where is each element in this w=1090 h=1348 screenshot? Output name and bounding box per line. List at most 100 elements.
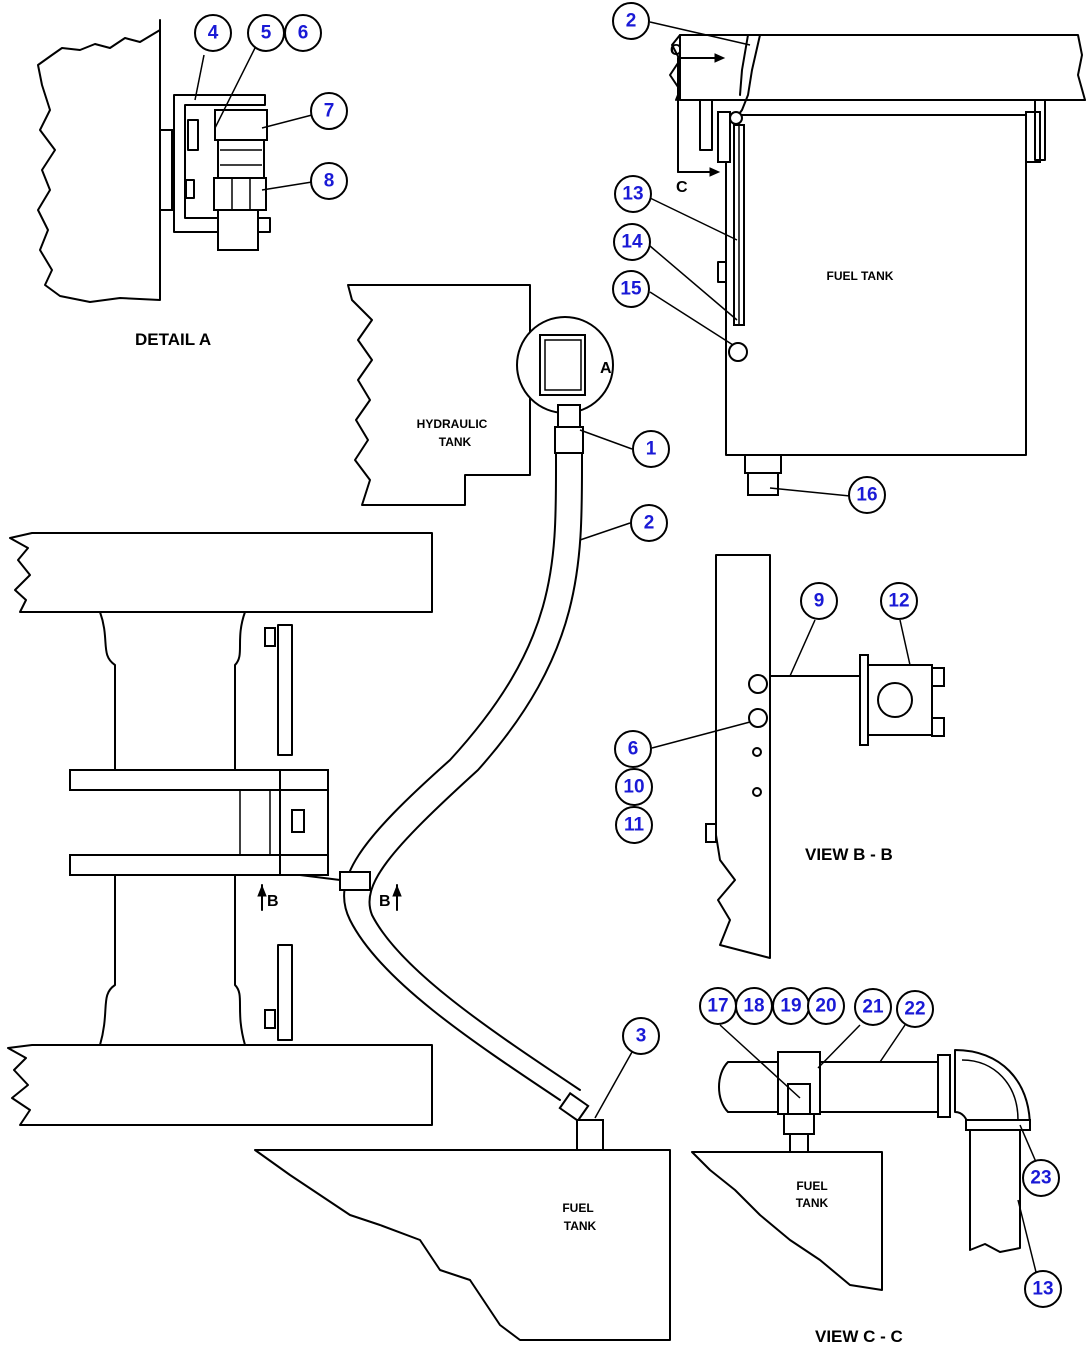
cc-fuel-label-1: FUEL [796, 1179, 827, 1193]
bolt-1 [264, 627, 276, 647]
hose [339, 452, 633, 1151]
fuel-tank-center-outline [254, 1149, 671, 1341]
callout-2-top[interactable]: 2 [612, 2, 650, 40]
upper-crossmember [9, 532, 433, 613]
hydraulic-label-1: HYDRAULIC [417, 417, 488, 431]
hydraulic-tank-outline [347, 284, 531, 506]
leader-2-top [649, 21, 751, 46]
svg-text:2: 2 [644, 513, 655, 534]
detail-a-drawing: DETAIL A [37, 19, 313, 349]
leader-23 [1019, 1124, 1037, 1163]
svg-text:17: 17 [707, 996, 728, 1017]
callout-3[interactable]: 3 [622, 1017, 660, 1055]
leader-9 [789, 619, 816, 677]
bb-clamp-bolt-1 [931, 667, 945, 687]
frame-left-break [669, 34, 681, 101]
hydraulic-tank: HYDRAULIC TANK A [347, 284, 633, 506]
callout-20[interactable]: 20 [807, 987, 845, 1025]
callout-bubbles: 1 2 2 3 4 5 6 7 8 9 12 6 10 11 13 14 15 … [194, 2, 1062, 1308]
breather-line [735, 34, 761, 119]
detail-a-title: DETAIL A [135, 330, 211, 349]
hose-clamp-center [339, 871, 371, 891]
callout-8[interactable]: 8 [310, 162, 348, 200]
section-b-right: B [379, 893, 391, 910]
svg-text:11: 11 [624, 815, 645, 836]
cc-tank-outline [691, 1151, 883, 1291]
drain-valve-body [747, 472, 779, 496]
cc-pipe [718, 1061, 949, 1113]
bb-hole-1 [752, 747, 762, 757]
callout-13-top[interactable]: 13 [614, 175, 652, 213]
view-cc: FUEL TANK VIEW C - C [691, 1024, 1037, 1346]
callout-17[interactable]: 17 [699, 987, 737, 1025]
callout-23[interactable]: 23 [1022, 1159, 1060, 1197]
bb-hole-2 [752, 787, 762, 797]
callout-19[interactable]: 19 [772, 987, 810, 1025]
tank-strap-left [699, 99, 713, 151]
callout-7[interactable]: 7 [310, 92, 348, 130]
detail-a-plate [159, 129, 173, 211]
svg-text:13: 13 [1032, 1279, 1053, 1300]
callout-12[interactable]: 12 [880, 582, 918, 620]
breather-fitting [729, 111, 743, 125]
svg-text:9: 9 [814, 591, 825, 612]
view-bb: VIEW B - B [651, 554, 945, 959]
cc-fuel-label-2: TANK [796, 1196, 829, 1210]
callout-22[interactable]: 22 [896, 990, 934, 1028]
detail-a-slot [187, 119, 199, 151]
clamp-bolt [291, 809, 305, 833]
callout-21[interactable]: 21 [854, 988, 892, 1026]
tank-mount-left [717, 111, 731, 163]
callout-6-b[interactable]: 6 [614, 730, 652, 768]
callout-6-a[interactable]: 6 [284, 14, 322, 52]
fitting-upper [214, 109, 268, 141]
fitting-lower [217, 209, 259, 251]
clamp-plate-bottom [69, 854, 329, 876]
tank-elbow [576, 1119, 604, 1151]
callout-15[interactable]: 15 [612, 270, 650, 308]
callout-1[interactable]: 1 [632, 430, 670, 468]
fuel-center-label-1: FUEL [562, 1201, 593, 1215]
section-b-right-arrow [392, 884, 402, 897]
callout-2-hose[interactable]: 2 [630, 504, 668, 542]
tank-mount-right [1025, 111, 1041, 163]
cc-breather-stem [789, 1133, 809, 1153]
callout-9[interactable]: 9 [800, 582, 838, 620]
callout-5[interactable]: 5 [247, 14, 285, 52]
bolt-2 [264, 1009, 276, 1029]
bb-clamp-bolt-2 [931, 717, 945, 737]
callout-16[interactable]: 16 [848, 476, 886, 514]
callout-11[interactable]: 11 [615, 806, 653, 844]
svg-text:20: 20 [815, 996, 836, 1017]
bb-bracket [705, 823, 717, 843]
tank-strap-right [1034, 99, 1046, 161]
svg-text:16: 16 [856, 485, 877, 506]
callout-4[interactable]: 4 [194, 14, 232, 52]
svg-text:8: 8 [324, 171, 335, 192]
upright-top [99, 611, 246, 771]
leader-3 [594, 1051, 633, 1119]
bb-mount [859, 654, 869, 746]
callout-10[interactable]: 10 [615, 768, 653, 806]
svg-text:22: 22 [904, 999, 925, 1020]
leader-13 [649, 197, 738, 241]
svg-text:19: 19 [780, 996, 801, 1017]
leader-21 [817, 1024, 861, 1069]
callout-13-bottom[interactable]: 13 [1024, 1270, 1062, 1308]
breather-line-2 [739, 34, 749, 96]
callout-18[interactable]: 18 [735, 987, 773, 1025]
section-b-left-arrow [257, 884, 267, 897]
callout-14[interactable]: 14 [613, 223, 651, 261]
section-b-left: B [267, 893, 279, 910]
pipe-elbow-hidden [961, 1059, 1019, 1121]
svg-text:7: 7 [324, 101, 335, 122]
view-bb-title: VIEW B - B [805, 845, 893, 864]
svg-text:23: 23 [1030, 1168, 1051, 1189]
clamp-plate-top [69, 769, 329, 791]
hose-section [877, 682, 913, 718]
hose-fitting-top [557, 404, 581, 428]
rail-bottom-right [277, 944, 293, 1041]
fitting-nut [213, 177, 267, 211]
svg-text:21: 21 [862, 997, 884, 1018]
